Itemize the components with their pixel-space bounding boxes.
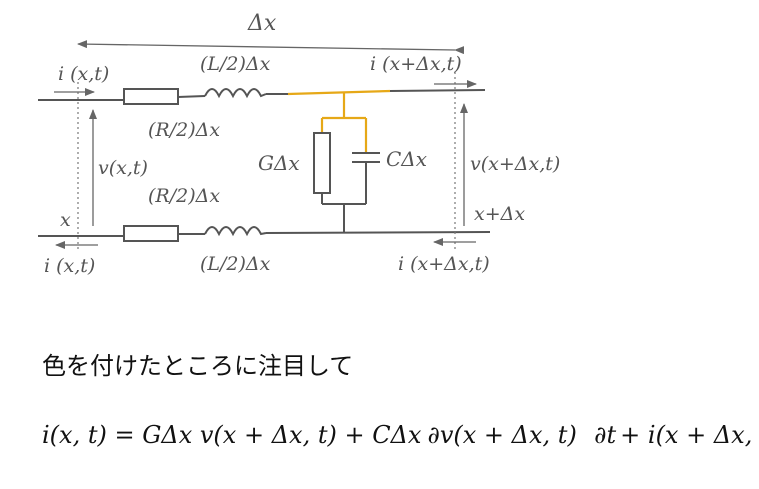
i-left-top-label: i (x,t) xyxy=(58,63,109,85)
fraction-denominator: ∂t xyxy=(594,421,617,449)
top-wire xyxy=(38,89,486,101)
i-right-top-label: i (x+Δx,t) xyxy=(370,53,462,75)
dx-dimension-arrow xyxy=(77,40,465,55)
equation-fraction: ∂v(x + Δx, t) ∂t xyxy=(425,420,616,450)
equation-rhs: + i(x + Δx, t) xyxy=(620,421,759,449)
c-label: CΔx xyxy=(386,147,427,171)
equation-lhs: i(x, t) = GΔx v(x + Δx, t) + CΔx xyxy=(42,421,422,449)
equation: i(x, t) = GΔx v(x + Δx, t) + CΔx ∂v(x + … xyxy=(42,400,759,470)
shunt-branch-highlight xyxy=(320,93,368,153)
bottom-resistor xyxy=(123,225,179,242)
x-right-label: x+Δx xyxy=(474,203,525,225)
l-top-label: (L/2)Δx xyxy=(200,53,271,75)
bottom-wire xyxy=(38,231,491,237)
l-bottom-label: (L/2)Δx xyxy=(200,253,271,275)
bottom-inductor xyxy=(204,226,267,237)
g-label: GΔx xyxy=(258,151,300,175)
v-right-label: v(x+Δx,t) xyxy=(470,153,560,175)
i-right-bottom-label: i (x+Δx,t) xyxy=(398,253,490,275)
r-bottom-label: (R/2)Δx xyxy=(148,185,220,207)
dx-label: Δx xyxy=(247,11,277,36)
top-resistor xyxy=(123,88,179,105)
conductance-g xyxy=(313,132,331,194)
r-top-label: (R/2)Δx xyxy=(148,119,220,141)
fraction-numerator: ∂v(x + Δx, t) xyxy=(427,421,577,449)
caption-text: 色を付けたところに注目して xyxy=(42,352,354,380)
top-inductor xyxy=(204,88,267,99)
i-left-bottom-label: i (x,t) xyxy=(44,255,95,277)
top-wire-highlight xyxy=(287,89,391,96)
shunt-branch xyxy=(321,162,367,233)
x-left-label: x xyxy=(60,209,71,231)
v-left-label: v(x,t) xyxy=(98,157,148,179)
capacitor-c xyxy=(352,152,380,163)
